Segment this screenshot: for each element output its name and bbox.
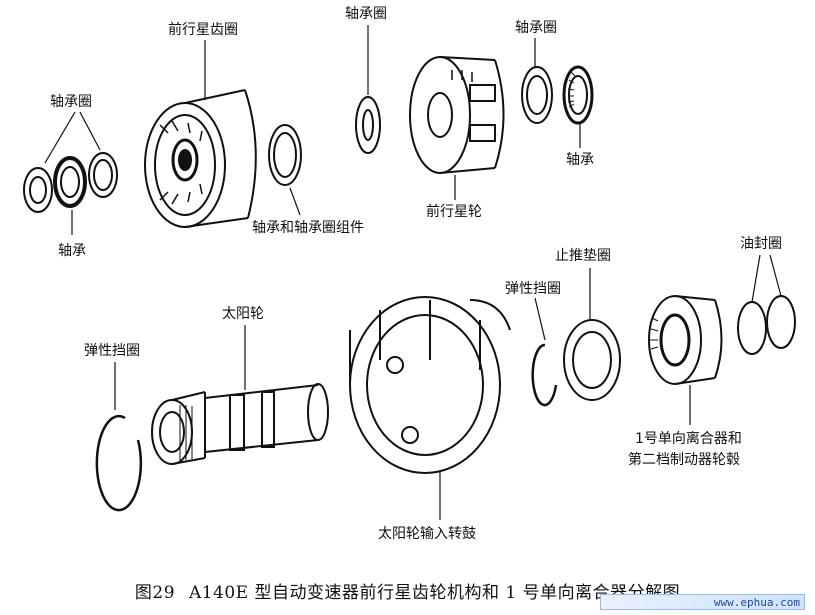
label-bearing-race-top: 轴承圈 [345, 6, 387, 22]
label-one-way-clutch-1: 1号单向离合器和 [635, 430, 742, 447]
bearing-left-part [53, 156, 87, 208]
bearing-race-left-2-part [88, 152, 118, 198]
label-sun-gear-input-drum: 太阳轮输入转鼓 [378, 526, 476, 542]
bearing-race-left-part [23, 167, 53, 213]
snap-ring-left-part [95, 414, 143, 512]
figure-title: A140E 型自动变速器前行星齿轮机构和 1 号单向离合器分解图 [188, 583, 681, 603]
label-one-way-clutch-2: 第二档制动器轮毂 [628, 451, 740, 468]
label-bearing-race-assembly: 轴承和轴承圈组件 [252, 220, 364, 236]
watermark: www.ephua.com [600, 594, 805, 610]
bearing-right-part [562, 65, 594, 125]
figure-caption: 图29 A140E 型自动变速器前行星齿轮机构和 1 号单向离合器分解图 [0, 578, 815, 603]
label-sun-gear: 太阳轮 [222, 306, 264, 322]
snap-ring-right-part [531, 343, 558, 407]
sun-gear-part [151, 383, 329, 465]
oil-seal-rings-part [737, 295, 796, 355]
bearing-race-assembly-part [268, 124, 302, 186]
label-bearing-left: 轴承 [58, 243, 86, 259]
label-oil-seal-rings: 油封圈 [740, 236, 782, 252]
sun-gear-input-drum-part [349, 296, 511, 474]
label-forward-planet-carrier: 前行星轮 [426, 203, 482, 220]
label-bearing-race-top-right: 轴承圈 [515, 20, 557, 36]
forward-planet-carrier-part [409, 56, 505, 174]
label-thrust-washer: 止推垫圈 [555, 248, 611, 264]
label-snap-ring-left: 弹性挡圈 [84, 343, 140, 359]
bearing-race-top-part [355, 96, 381, 154]
bearing-race-top-right-part [521, 66, 553, 124]
label-forward-ring-gear: 前行星齿圈 [168, 21, 238, 38]
forward-ring-gear-part [144, 89, 257, 228]
label-bearing-race-left: 轴承圈 [50, 94, 92, 110]
thrust-washer-part [563, 319, 621, 401]
one-way-clutch-part [648, 295, 723, 385]
label-snap-ring-right: 弹性挡圈 [505, 281, 561, 297]
figure-number: 图29 [134, 583, 176, 603]
label-bearing-right: 轴承 [566, 152, 594, 168]
